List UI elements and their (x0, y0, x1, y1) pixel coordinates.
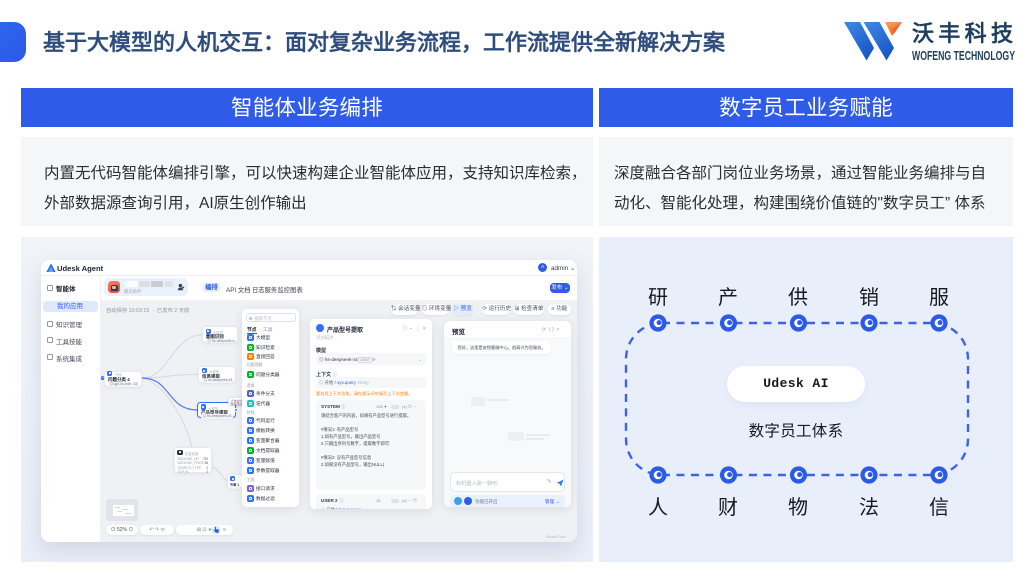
svg-text:沃丰科技: 沃丰科技 (912, 21, 1014, 46)
svg-text:WOFENG TECHNOLOGY: WOFENG TECHNOLOGY (912, 49, 1015, 62)
